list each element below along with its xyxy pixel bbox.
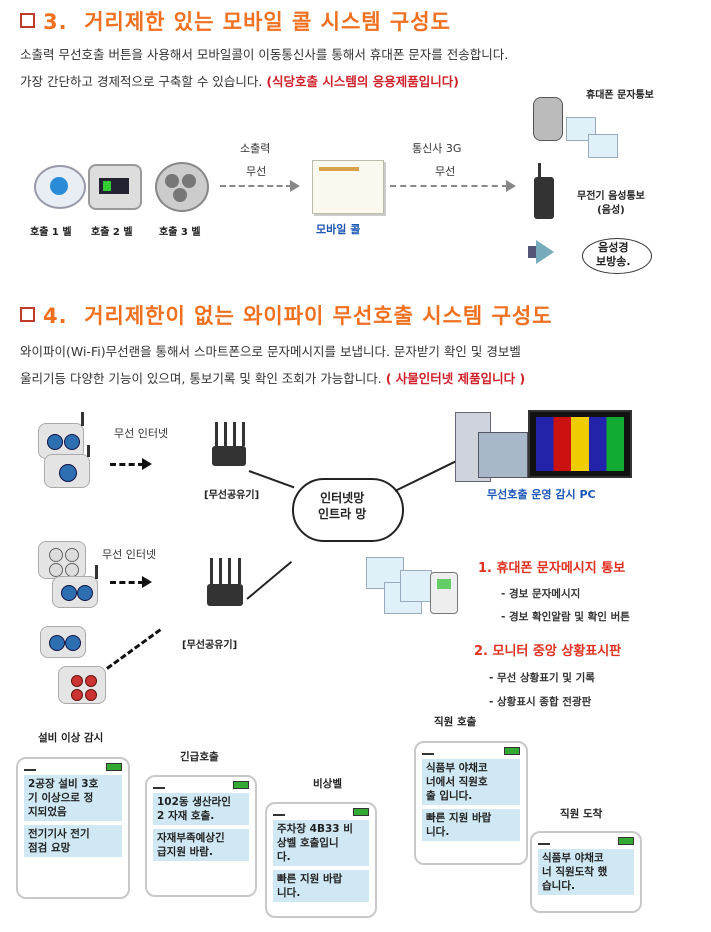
- battery-icon: [618, 837, 634, 845]
- battery-icon: [353, 808, 369, 816]
- router-2-label: [무선공유기]: [182, 640, 238, 651]
- message-phone-3: 주차장 4B33 비 상벨 호출입니 다. 빠른 지원 바랍 니다.: [265, 802, 377, 918]
- checkbox-icon: [20, 13, 35, 28]
- link2-arrowhead-icon: [506, 180, 516, 192]
- message-2-text1: 102동 생산라인 2 자재 호출.: [153, 793, 249, 825]
- link1-arrow: [220, 185, 292, 187]
- signal-icon: [24, 763, 36, 771]
- feature1-bullet1: - 경보 문자메시지: [501, 588, 581, 600]
- monitoring-pc-label: 무선호출 운영 감시 PC: [487, 488, 596, 501]
- router-1-icon: [212, 422, 246, 466]
- handheld-terminal-icon: [430, 572, 458, 614]
- message-phone-5: 식품부 야채코 너 직원도착 했 습니다.: [530, 831, 642, 913]
- message-caption-5: 직원 도착: [560, 808, 603, 820]
- message-4-text1: 식품부 야채코 너에서 직원호 출 입니다.: [422, 759, 520, 805]
- status-board-monitor-icon: [528, 410, 632, 478]
- wifi-button-2c-device-icon: [40, 626, 86, 658]
- section4-title: 4. 거리제한이 없는 와이파이 무선호출 시스템 구성도: [20, 300, 553, 330]
- voice-output-label: 무전기 음성통보 (음성): [577, 191, 645, 216]
- wireless-internet-label-2: 무선 인터넷: [102, 548, 157, 561]
- section3-desc-line2: 가장 간단하고 경제적으로 구축할 수 있습니다. (식당호출 시스템의 응용제…: [20, 74, 459, 89]
- link1-top-label: 소출력: [240, 142, 271, 155]
- link-router2-cloud: [246, 560, 293, 600]
- cellphone-icon: [533, 97, 563, 141]
- message-caption-4: 직원 호출: [434, 716, 477, 728]
- message-5-text1: 식품부 야채코 너 직원도착 했 습니다.: [538, 849, 634, 895]
- sms-output-label: 휴대폰 문자통보: [586, 90, 654, 101]
- message-1-text1: 2공장 설비 3호 기 이상으로 정 지되었음: [24, 775, 122, 821]
- message-1-text2: 전기기사 전기 점검 요망: [24, 825, 122, 857]
- call-bell-1-icon: [34, 165, 86, 209]
- speaker-bubble: [582, 238, 652, 274]
- checkbox-icon: [20, 307, 35, 322]
- feature2-bullet2: - 상황표시 종합 전광판: [489, 696, 592, 708]
- feature1-bullet2: - 경보 확인알람 및 확인 버튼: [501, 611, 630, 623]
- message-4-text2: 빠른 지원 바랍 니다.: [422, 809, 520, 841]
- battery-icon: [504, 747, 520, 755]
- battery-icon: [233, 781, 249, 789]
- speaker-output-label: 음성경 보방송.: [596, 241, 631, 268]
- router-1-label: [무선공유기]: [204, 490, 260, 501]
- link2-top-label: 통신사 3G: [412, 142, 462, 155]
- wireless-arrow-2: [110, 581, 144, 584]
- signal-icon: [422, 747, 434, 755]
- link1-arrowhead-icon: [290, 180, 300, 192]
- message-phone-1: 2공장 설비 3호 기 이상으로 정 지되었음 전기기사 전기 점검 요망: [16, 757, 130, 899]
- link1-bottom-label: 무선: [246, 165, 267, 178]
- call-bell-3-label: 호출 3 벨: [159, 227, 201, 238]
- wifi-button-2b-device-icon: [52, 565, 98, 608]
- wireless-internet-label-1: 무선 인터넷: [114, 427, 169, 440]
- mobile-call-device-icon: [312, 160, 384, 214]
- signal-icon: [538, 837, 550, 845]
- call-bell-3-icon: [155, 162, 209, 212]
- wifi-button-4-red-device-icon: [58, 666, 106, 704]
- walkie-talkie-icon: [534, 163, 554, 219]
- message-phone-4: 식품부 야채코 너에서 직원호 출 입니다. 빠른 지원 바랍 니다.: [414, 741, 528, 865]
- internet-cloud-label: 인터넷망 인트라 망: [318, 491, 367, 521]
- feature1-heading: 1. 휴대폰 문자메시지 통보: [478, 561, 626, 576]
- feature2-bullet1: - 무선 상황표기 및 기록: [489, 672, 595, 684]
- message-phone-2: 102동 생산라인 2 자재 호출. 자재부족예상긴 급지원 바람.: [145, 775, 257, 897]
- call-bell-2-icon: [88, 164, 142, 210]
- internet-cloud-icon: [292, 478, 404, 542]
- section4-desc-line1: 와이파이(Wi-Fi)무선랜을 통해서 스마트폰으로 문자메시지를 보냅니다. …: [20, 344, 521, 359]
- battery-icon: [106, 763, 122, 771]
- router-2-icon: [207, 558, 243, 606]
- wireless-arrowhead-2-icon: [142, 576, 152, 588]
- link2-arrow: [390, 185, 508, 187]
- message-caption-3: 비상벨: [313, 778, 342, 790]
- message-3-text2: 빠른 지원 바랍 니다.: [273, 870, 369, 902]
- section4-desc-line2: 울리기등 다양한 기능이 있으며, 통보기록 및 확인 조회가 가능합니다. (…: [20, 371, 526, 386]
- sms-screen-icon: [566, 117, 596, 141]
- call-bell-2-label: 호출 2 벨: [91, 227, 133, 238]
- wifi-button-1-device-icon: [44, 445, 90, 488]
- wifi-button-4-device-icon: [38, 541, 86, 579]
- signal-icon: [273, 808, 285, 816]
- sms-screen-2-icon: [588, 134, 618, 158]
- message-2-text2: 자재부족예상긴 급지원 바람.: [153, 829, 249, 861]
- loudspeaker-icon: [528, 240, 556, 264]
- wireless-arrow-3: [106, 628, 162, 670]
- wireless-arrowhead-1-icon: [142, 458, 152, 470]
- message-caption-2: 긴급호출: [180, 751, 219, 763]
- mobile-call-label: 모바일 콜: [316, 223, 361, 236]
- feature2-heading: 2. 모니터 중앙 상황표시판: [474, 644, 622, 659]
- link2-bottom-label: 무선: [435, 165, 456, 178]
- call-bell-1-label: 호출 1 벨: [30, 227, 72, 238]
- message-3-text1: 주차장 4B33 비 상벨 호출입니 다.: [273, 820, 369, 866]
- message-caption-1: 설비 이상 감시: [38, 732, 104, 744]
- signal-icon: [153, 781, 165, 789]
- sms-screen-c-icon: [400, 570, 432, 602]
- link-cloud-pc: [394, 459, 459, 492]
- pc-monitor-small-icon: [478, 432, 528, 478]
- section3-title: 3. 거리제한 있는 모바일 콜 시스템 구성도: [20, 6, 451, 36]
- wireless-arrow-1: [110, 463, 144, 466]
- section3-desc-line1: 소출력 무선호출 버튼을 사용해서 모바일콜이 이동통신사를 통해서 휴대폰 문…: [20, 47, 509, 62]
